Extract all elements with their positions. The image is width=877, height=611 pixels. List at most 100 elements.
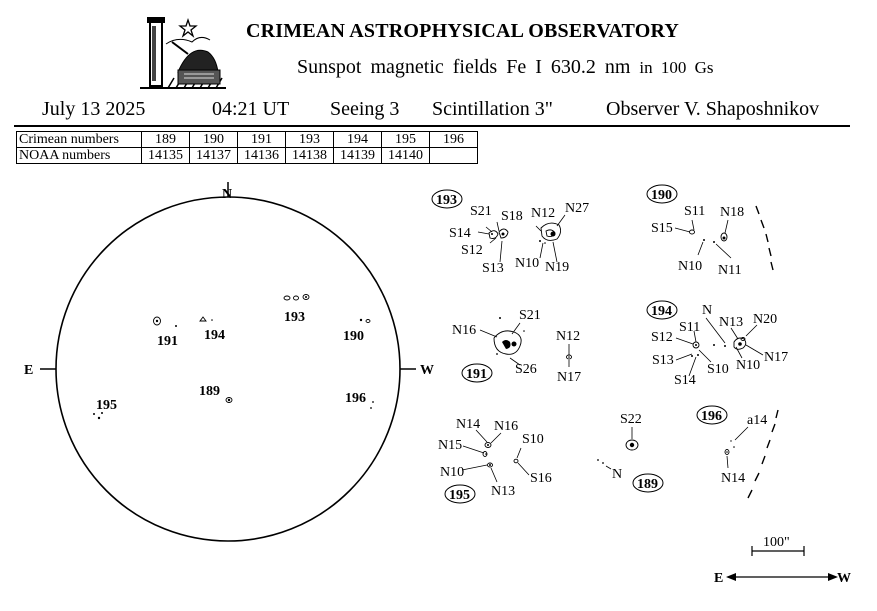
polarity-label: N11 — [718, 263, 742, 278]
polarity-label: S18 — [501, 209, 523, 224]
disk-region-label: 190 — [343, 329, 364, 344]
polarity-label: N16 — [494, 419, 518, 434]
panel-region-id: 196 — [701, 409, 722, 424]
direction-east-label: E — [714, 571, 723, 586]
polarity-label: S13 — [482, 261, 504, 276]
polarity-label: S21 — [470, 204, 492, 219]
polarity-label: N12 — [531, 206, 555, 221]
header-divider — [14, 125, 850, 127]
page-title: CRIMEAN ASTROPHYSICAL OBSERVATORY — [246, 20, 680, 42]
polarity-label: S12 — [651, 330, 673, 345]
region-id-oval — [646, 300, 678, 320]
disk-spots — [93, 294, 374, 420]
panel-196: 196 a14 N14 — [696, 405, 779, 499]
disk-region-label: 189 — [199, 384, 220, 399]
panel-190-spots — [674, 205, 774, 271]
polarity-label: N17 — [557, 370, 581, 385]
disk-north-label: N — [222, 187, 232, 202]
disk-region-label: 194 — [204, 328, 225, 343]
polarity-label: N17 — [764, 350, 788, 365]
region-id-oval — [632, 473, 664, 493]
region-id-oval — [646, 184, 678, 204]
table-cell: 191 — [237, 131, 286, 148]
polarity-label: S13 — [652, 353, 674, 368]
table-row: NOAA numbers 14135 14137 14136 14138 141… — [16, 147, 478, 164]
polarity-label: N19 — [545, 260, 569, 275]
panel-191: 191 S21 N16 N12 S26 N17 — [452, 308, 581, 385]
panel-195-spots — [461, 429, 530, 483]
table-cell: 14135 — [141, 147, 190, 164]
polarity-label: S15 — [651, 221, 673, 236]
panel-189-spots — [597, 427, 639, 470]
polarity-label: S22 — [620, 412, 642, 427]
seeing-value: Seeing 3 — [330, 98, 400, 120]
polarity-label: N15 — [438, 438, 462, 453]
disk-region-label: 195 — [96, 398, 117, 413]
region-numbers-table: Crimean numbers 189 190 191 193 194 195 … — [16, 131, 478, 164]
disk-region-label: 193 — [284, 310, 305, 325]
panel-194: 194 N N13 N20 S12 S11 S13 S10 N10 N17 S1… — [646, 300, 788, 388]
polarity-label: N14 — [721, 471, 745, 486]
panel-194-spots — [675, 317, 764, 377]
polarity-label: S10 — [707, 362, 729, 377]
panel-191-spots — [479, 317, 572, 367]
region-id-oval — [696, 405, 728, 425]
disk-region-label: 196 — [345, 391, 366, 406]
polarity-label: N10 — [678, 259, 702, 274]
scale-bar: 100" — [751, 535, 805, 556]
polarity-label: N27 — [565, 201, 589, 216]
panel-region-id: 189 — [637, 477, 658, 492]
panel-196-spots — [724, 409, 779, 499]
table-cell: 14136 — [237, 147, 286, 164]
polarity-label: S14 — [449, 226, 471, 241]
panel-region-id: 193 — [436, 193, 457, 208]
region-id-oval — [431, 189, 463, 209]
polarity-label: N18 — [720, 205, 744, 220]
observation-date: July 13 2025 — [42, 98, 146, 120]
scale-label: 100" — [763, 535, 790, 550]
polarity-label: N13 — [719, 315, 743, 330]
row-label: NOAA numbers — [16, 147, 142, 164]
polarity-label: S21 — [519, 308, 541, 323]
page-subtitle: Sunspot magnetic fields Fe I 630.2 nm in… — [297, 56, 714, 79]
panel-region-id: 194 — [651, 304, 672, 319]
panel-189: 189 S22 N — [597, 412, 664, 493]
observer-name: Observer V. Shaposhnikov — [606, 98, 820, 120]
polarity-label: S26 — [515, 362, 537, 377]
table-cell: 14139 — [333, 147, 382, 164]
region-id-oval — [444, 484, 476, 504]
table-cell: 14140 — [381, 147, 430, 164]
polarity-label: S10 — [522, 432, 544, 447]
disk-west-label: W — [420, 363, 434, 378]
polarity-label: S11 — [679, 320, 700, 335]
direction-west-label: W — [837, 571, 851, 586]
disk-east-label: E — [24, 363, 33, 378]
panel-region-id: 191 — [466, 367, 487, 382]
panel-193: 193 S21 S18 N12 N27 S14 S12 S13 N10 N19 — [431, 189, 589, 276]
table-cell: 195 — [381, 131, 430, 148]
polarity-label: N10 — [736, 358, 760, 373]
polarity-label: a14 — [747, 413, 767, 428]
direction-arrow: E W — [714, 571, 851, 586]
panel-region-id: 195 — [449, 488, 470, 503]
table-cell: 193 — [285, 131, 334, 148]
polarity-label: N — [612, 467, 622, 482]
table-cell: 196 — [429, 131, 478, 148]
panel-region-id: 190 — [651, 188, 672, 203]
observatory-logo — [140, 17, 226, 89]
polarity-label: S16 — [530, 471, 552, 486]
disk-region-label: 191 — [157, 334, 178, 349]
polarity-label: N16 — [452, 323, 476, 338]
scintillation-value: Scintillation 3" — [432, 98, 553, 120]
polarity-label: N20 — [753, 312, 777, 327]
subtitle-text: Sunspot magnetic fields Fe I 630.2 nm — [297, 56, 631, 78]
polarity-label: N12 — [556, 329, 580, 344]
polarity-label: S12 — [461, 243, 483, 258]
disk-outline — [55, 196, 401, 542]
polarity-label: N14 — [456, 417, 480, 432]
table-cell: 14137 — [189, 147, 238, 164]
region-id-oval — [461, 363, 493, 383]
polarity-label: N10 — [440, 465, 464, 480]
panel-193-spots — [477, 214, 566, 263]
